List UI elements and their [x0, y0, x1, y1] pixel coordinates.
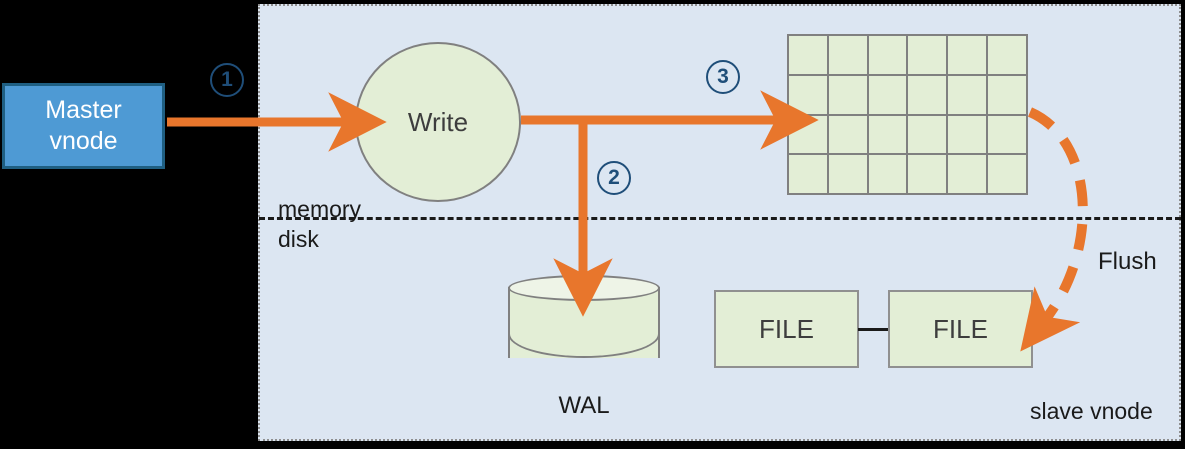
memtable-cell [828, 155, 867, 193]
memtable-cell [868, 155, 907, 193]
wal-cylinder[interactable] [508, 275, 660, 370]
file-connector-line [858, 328, 889, 331]
wal-cylinder-top [508, 275, 660, 301]
memtable-cell [789, 36, 827, 74]
memtable-cell [988, 155, 1026, 193]
memtable-cell [868, 115, 907, 154]
memtable-cell [948, 115, 987, 154]
slave-vnode-label: slave vnode [1030, 398, 1153, 424]
file-box-1-label: FILE [759, 313, 814, 344]
master-vnode-label-line1: Master [45, 95, 122, 124]
memtable-cell [988, 75, 1026, 114]
step-badge-2: 2 [597, 161, 631, 195]
step-badge-3-label: 3 [717, 65, 729, 88]
file-box-2[interactable]: FILE [888, 290, 1033, 368]
step-badge-1: 1 [210, 63, 244, 97]
memtable-cell [789, 155, 827, 193]
memtable-cell [868, 36, 907, 74]
write-node[interactable]: Write [355, 42, 521, 202]
memtable-grid [787, 34, 1028, 195]
step-badge-1-label: 1 [221, 68, 233, 91]
file-box-2-label: FILE [933, 313, 988, 344]
memtable-cell [868, 75, 907, 114]
file-box-1[interactable]: FILE [714, 290, 859, 368]
memtable-cell [908, 36, 947, 74]
step-badge-3: 3 [706, 60, 740, 94]
memtable-cell [828, 36, 867, 74]
disk-label: disk [278, 226, 319, 252]
memtable-cell [908, 75, 947, 114]
write-node-label: Write [407, 106, 469, 137]
memtable-cell [988, 115, 1026, 154]
memtable-cell [908, 155, 947, 193]
memtable-cell [908, 115, 947, 154]
flush-label: Flush [1098, 248, 1157, 275]
memtable-cell [789, 75, 827, 114]
step-badge-2-label: 2 [608, 166, 620, 189]
memtable-cell [789, 115, 827, 154]
master-vnode-box[interactable]: Master vnode [2, 83, 165, 169]
master-vnode-label-line2: vnode [49, 127, 118, 155]
memtable-cell [828, 115, 867, 154]
memtable-cell [828, 75, 867, 114]
memtable-cell [948, 75, 987, 114]
memtable-cell [948, 36, 987, 74]
memtable-cell [988, 36, 1026, 74]
memory-disk-divider [259, 217, 1181, 220]
wal-label: WAL [558, 392, 610, 419]
memtable-cell [948, 155, 987, 193]
memory-label: memory [278, 196, 362, 222]
